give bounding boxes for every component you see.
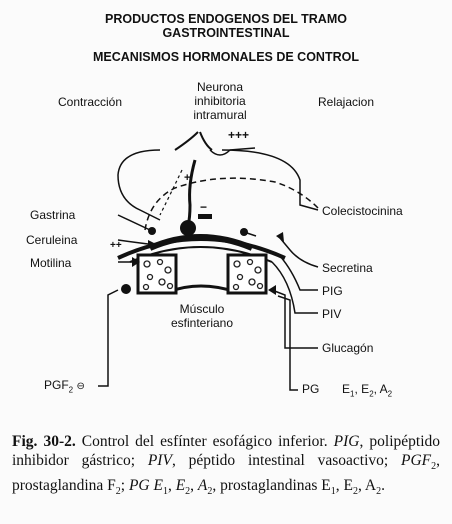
piv-label: PIV [322, 307, 342, 321]
ceruleina-arrow [117, 239, 149, 245]
gastrina-arrow [117, 214, 151, 231]
contraction-loop-line [117, 149, 161, 221]
page-subtitle: MECANISMOS HORMONALES DE CONTROL [93, 50, 359, 64]
e1-sub: 1 [350, 389, 355, 399]
secretina-arrowhead [276, 232, 284, 242]
caption-comma3: , E [335, 477, 353, 495]
neuron-label-line3: intramural [193, 108, 247, 122]
glucagon-arrowhead [268, 285, 276, 295]
piv-line [271, 261, 318, 314]
motilina-label: Motilina [30, 256, 72, 270]
a2-sub: 2 [387, 389, 393, 399]
caption-comma2: , [190, 477, 198, 495]
a2-text: A [379, 382, 388, 396]
page-title-line2: GASTROINTESTINAL [162, 26, 290, 40]
plus-signs-left: ++ [110, 240, 122, 251]
caption-text-e: ; [120, 477, 129, 495]
plus-sign-neuron: + [184, 172, 191, 184]
secretina-line [279, 237, 319, 268]
colecistocinina-line [221, 149, 319, 211]
caption-pgf-sub: 2 [431, 461, 437, 473]
pig-label: PIG [322, 284, 343, 298]
pg-line [277, 295, 298, 391]
caption-text-b: , polipéptido inhibidor gástrico; [12, 433, 441, 469]
e2-sub: 2 [369, 389, 374, 399]
caption-text-f: , prostaglandinas E [212, 477, 331, 495]
e1-text: E [342, 382, 351, 396]
caption-comma1: , [167, 477, 176, 495]
contraction-label: Contracción [58, 95, 123, 109]
caption-text-a: Control del esfínter esofágico inferior. [75, 433, 334, 450]
caption-pge-abbr: PG E [128, 477, 163, 495]
gastrina-dot [148, 227, 156, 235]
gastrina-label: Gastrina [30, 208, 76, 222]
neuron-label-line2: inhibitoria [194, 94, 246, 108]
colecistocinina-label: Colecistocinina [322, 204, 403, 218]
caption-piv-abbr: PIV [147, 452, 172, 469]
caption-period: . [381, 477, 385, 495]
sphincter-lower-arc [167, 284, 237, 294]
caption-pig-abbr: PIG [333, 433, 360, 450]
ceruleina-label: Ceruleina [26, 233, 78, 247]
inhibitory-synapse-bar [198, 214, 212, 219]
relaxation-label: Relajacion [318, 95, 375, 109]
caption-comma4: , A [358, 477, 377, 495]
motilina-arrowhead [132, 257, 140, 267]
caption-text-c: , péptido intestinal vasoactivo; [171, 452, 401, 469]
caption-f-e1-sub: 1 [330, 486, 336, 498]
colecistocinina-dashed-line [144, 177, 319, 231]
pgf-label: PGF2 ⊖ [44, 378, 85, 394]
figure-caption: Fig. 30-2. Control del esfínter esofágic… [12, 432, 440, 501]
sphincter-diagram [98, 131, 319, 391]
ceruleina-arrowhead [148, 240, 156, 248]
page-title-line1: PRODUCTOS ENDOGENOS DEL TRAMO [105, 12, 347, 26]
caption-a2-sub: 2 [207, 486, 213, 498]
pgf-label-text: PGF [44, 378, 69, 392]
muscle-label-line2: esfinteriano [170, 316, 234, 330]
pg-label: PG E1, E2, A2 [302, 382, 393, 399]
caption-pgf-abbr: PGF [401, 452, 432, 469]
neuron-soma [180, 220, 196, 236]
sphincter-top-band [148, 234, 254, 251]
neuron-plus-signs: +++ [228, 128, 250, 142]
secretina-label: Secretina [322, 261, 373, 275]
pig-line [279, 255, 318, 291]
right-dot-arrow [243, 231, 257, 237]
pgf-line [98, 289, 119, 387]
neuron-axon [186, 159, 197, 227]
caption-f-sub: 2 [115, 486, 121, 498]
neuron-label-line1: Neurona [196, 80, 244, 94]
minus-sign: − [200, 200, 208, 214]
glucagon-label: Glucagón [322, 341, 374, 355]
pgf-label-sub: 2 [68, 385, 74, 395]
glucagon-line [271, 289, 318, 349]
caption-f-a2-sub: 2 [376, 486, 382, 498]
caption-text-d: , prostaglandina F [12, 452, 441, 495]
pgf-sign: ⊖ [76, 381, 85, 392]
caption-fig-number: Fig. 30-2. [12, 433, 76, 450]
e2-text: E [361, 382, 370, 396]
caption-e2-sub: 2 [185, 486, 191, 498]
neuron-branch-top [174, 131, 213, 151]
caption-f-e2-sub: 2 [353, 486, 358, 498]
caption-e1-sub: 1 [162, 486, 168, 498]
pgf-dot [121, 284, 131, 294]
muscle-label-line1: Músculo [179, 302, 225, 316]
pg-text: PG [302, 382, 320, 396]
caption-e2-abbr: E [175, 477, 186, 495]
gastrina-excite-line [159, 169, 183, 216]
caption-a2-abbr: A [197, 477, 208, 495]
